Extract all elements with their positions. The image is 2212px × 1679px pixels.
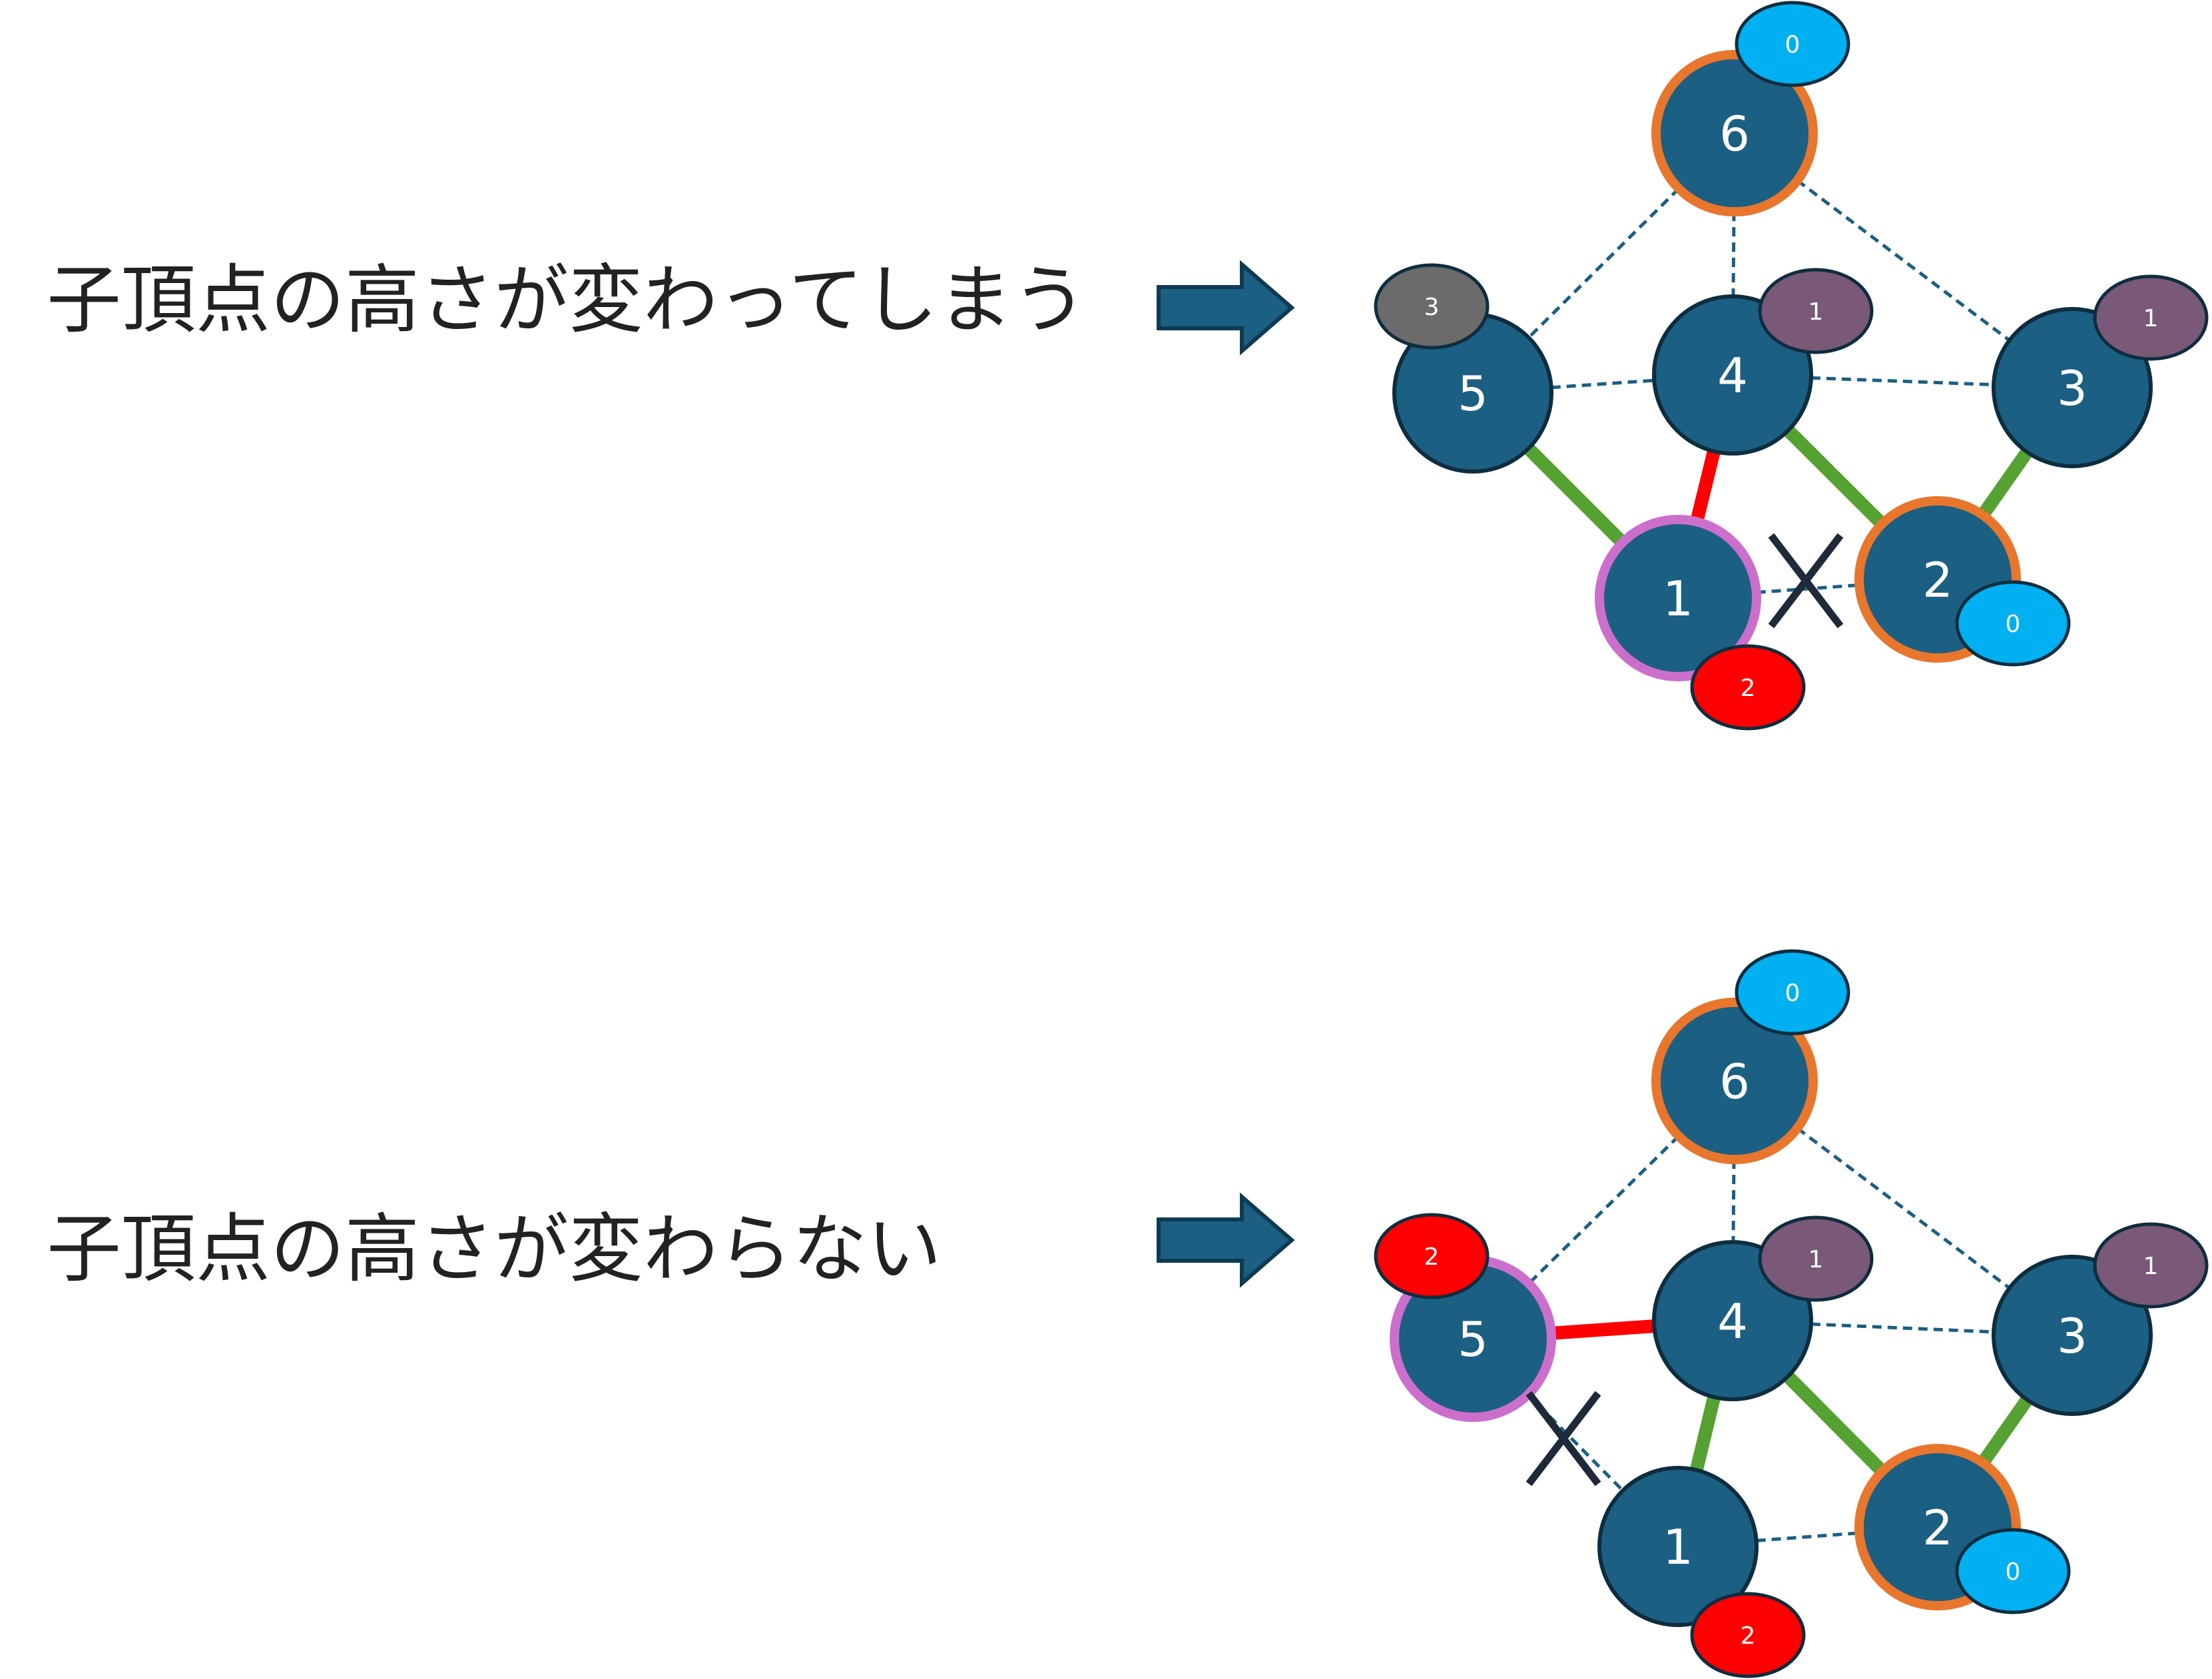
node-1: 1: [1595, 515, 1761, 681]
edge-5-1: [1523, 444, 1627, 547]
edge-5-4: [1551, 378, 1655, 390]
edge-4-3: [1810, 376, 1994, 387]
node-label: 6: [1719, 106, 1750, 162]
badge-label: 0: [1785, 980, 1800, 1007]
cross-mark-icon: [1525, 1391, 1601, 1487]
node-5: 5: [1390, 1255, 1556, 1422]
badge-label: 1: [2143, 305, 2159, 332]
edge-3-2: [1977, 448, 2033, 519]
node-label: 2: [1922, 552, 1953, 608]
edge-6-4: [1731, 211, 1736, 297]
edge-6-5: [1527, 1135, 1680, 1285]
node-5: 5: [1392, 312, 1553, 474]
badge-node-5: 2: [1374, 1213, 1490, 1299]
badge-ellipse: [2093, 1222, 2209, 1309]
badge-node-6: 0: [1735, 1, 1850, 87]
badge-node-5: 3: [1374, 263, 1490, 350]
badge-node-3: 1: [2093, 1222, 2209, 1309]
badge-ellipse: [1758, 1215, 1874, 1302]
edge-6-3: [1796, 179, 2011, 342]
badge-label: 2: [1424, 1243, 1440, 1271]
cross-mark-icon: [1768, 533, 1844, 629]
edge-4-2: [1783, 426, 1887, 529]
node-label: 4: [1717, 348, 1748, 404]
badge-label: 0: [1785, 31, 1800, 59]
node-6: 6: [1651, 998, 1818, 1164]
edge-4-2: [1783, 1371, 1887, 1477]
node-label: 3: [2057, 360, 2087, 416]
badges: 0 2 1 1 2 0: [1374, 949, 2209, 1678]
node-label: 4: [1717, 1293, 1748, 1349]
arrow-bottom: [1157, 1192, 1295, 1288]
node-label: 1: [1663, 1519, 1693, 1575]
badge-ellipse: [1374, 263, 1490, 350]
edge-4-3: [1810, 1322, 1994, 1334]
edge-4-1: [1690, 450, 1721, 523]
node-circle: [1597, 1466, 1759, 1627]
node-ring: [1651, 998, 1818, 1164]
edge-6-4: [1731, 1159, 1736, 1243]
node-label: 5: [1458, 366, 1488, 422]
edge-1-2: [1756, 1531, 1860, 1542]
badge-node-6: 0: [1735, 949, 1850, 1036]
node-label: 2: [1922, 1500, 1953, 1556]
nodes: 6 5 4 3 1 2: [1390, 998, 2153, 1627]
badge-label: 1: [1808, 298, 1824, 326]
badge-ellipse: [2093, 274, 2209, 361]
badge-node-4: 1: [1758, 1215, 1874, 1302]
caption-bottom: 子頂点の高さが変わらない: [47, 1206, 942, 1293]
edge-6-5: [1527, 187, 1681, 339]
node-label: 6: [1719, 1054, 1750, 1110]
badge-ellipse: [1690, 644, 1806, 731]
node-1: 1: [1597, 1466, 1759, 1627]
edge-4-1: [1690, 1395, 1721, 1472]
badge-label: 0: [2006, 1558, 2021, 1586]
node-6: 6: [1651, 50, 1818, 216]
badge-label: 0: [2006, 611, 2021, 638]
node-label: 5: [1458, 1311, 1488, 1367]
edge-5-4: [1551, 1319, 1655, 1340]
badge-node-2: 0: [1955, 1528, 2071, 1614]
graph-top: 6 5 4 3 1 2 0 3 1 1 2 0: [1374, 1, 2209, 731]
caption-top: 子頂点の高さが変わってしまう: [47, 257, 1087, 344]
edge-6-3: [1796, 1127, 2011, 1289]
badge-ellipse: [1374, 1213, 1490, 1299]
badge-label: 1: [2143, 1253, 2159, 1280]
node-label: 3: [2057, 1308, 2087, 1364]
node-ring: [1595, 515, 1761, 681]
node-label: 1: [1663, 571, 1693, 627]
badge-node-2: 0: [1955, 580, 2071, 667]
badge-label: 2: [1741, 675, 1756, 702]
badge-ellipse: [1735, 1, 1850, 87]
badge-label: 1: [1808, 1246, 1824, 1273]
badge-node-4: 1: [1758, 268, 1874, 354]
edges: [1527, 1127, 2033, 1542]
badge-node-3: 1: [2093, 274, 2209, 361]
graph-bottom: 6 5 4 3 1 2 0 2 1 1 2 0: [1374, 949, 2209, 1678]
badge-node-1: 2: [1690, 1592, 1806, 1678]
badge-ellipse: [1690, 1592, 1806, 1678]
badge-label: 2: [1741, 1622, 1756, 1650]
badge-ellipse: [1955, 1528, 2071, 1614]
nodes: 6 5 4 3 1 2: [1392, 50, 2153, 681]
node-ring: [1651, 50, 1818, 216]
badges: 0 3 1 1 2 0: [1374, 1, 2209, 731]
badge-ellipse: [1955, 580, 2071, 667]
badge-ellipse: [1758, 268, 1874, 354]
badge-ellipse: [1735, 949, 1850, 1036]
badge-node-1: 2: [1690, 644, 1806, 731]
badge-label: 3: [1424, 294, 1440, 321]
arrow-top: [1157, 260, 1295, 356]
edge-3-2: [1977, 1395, 2033, 1467]
